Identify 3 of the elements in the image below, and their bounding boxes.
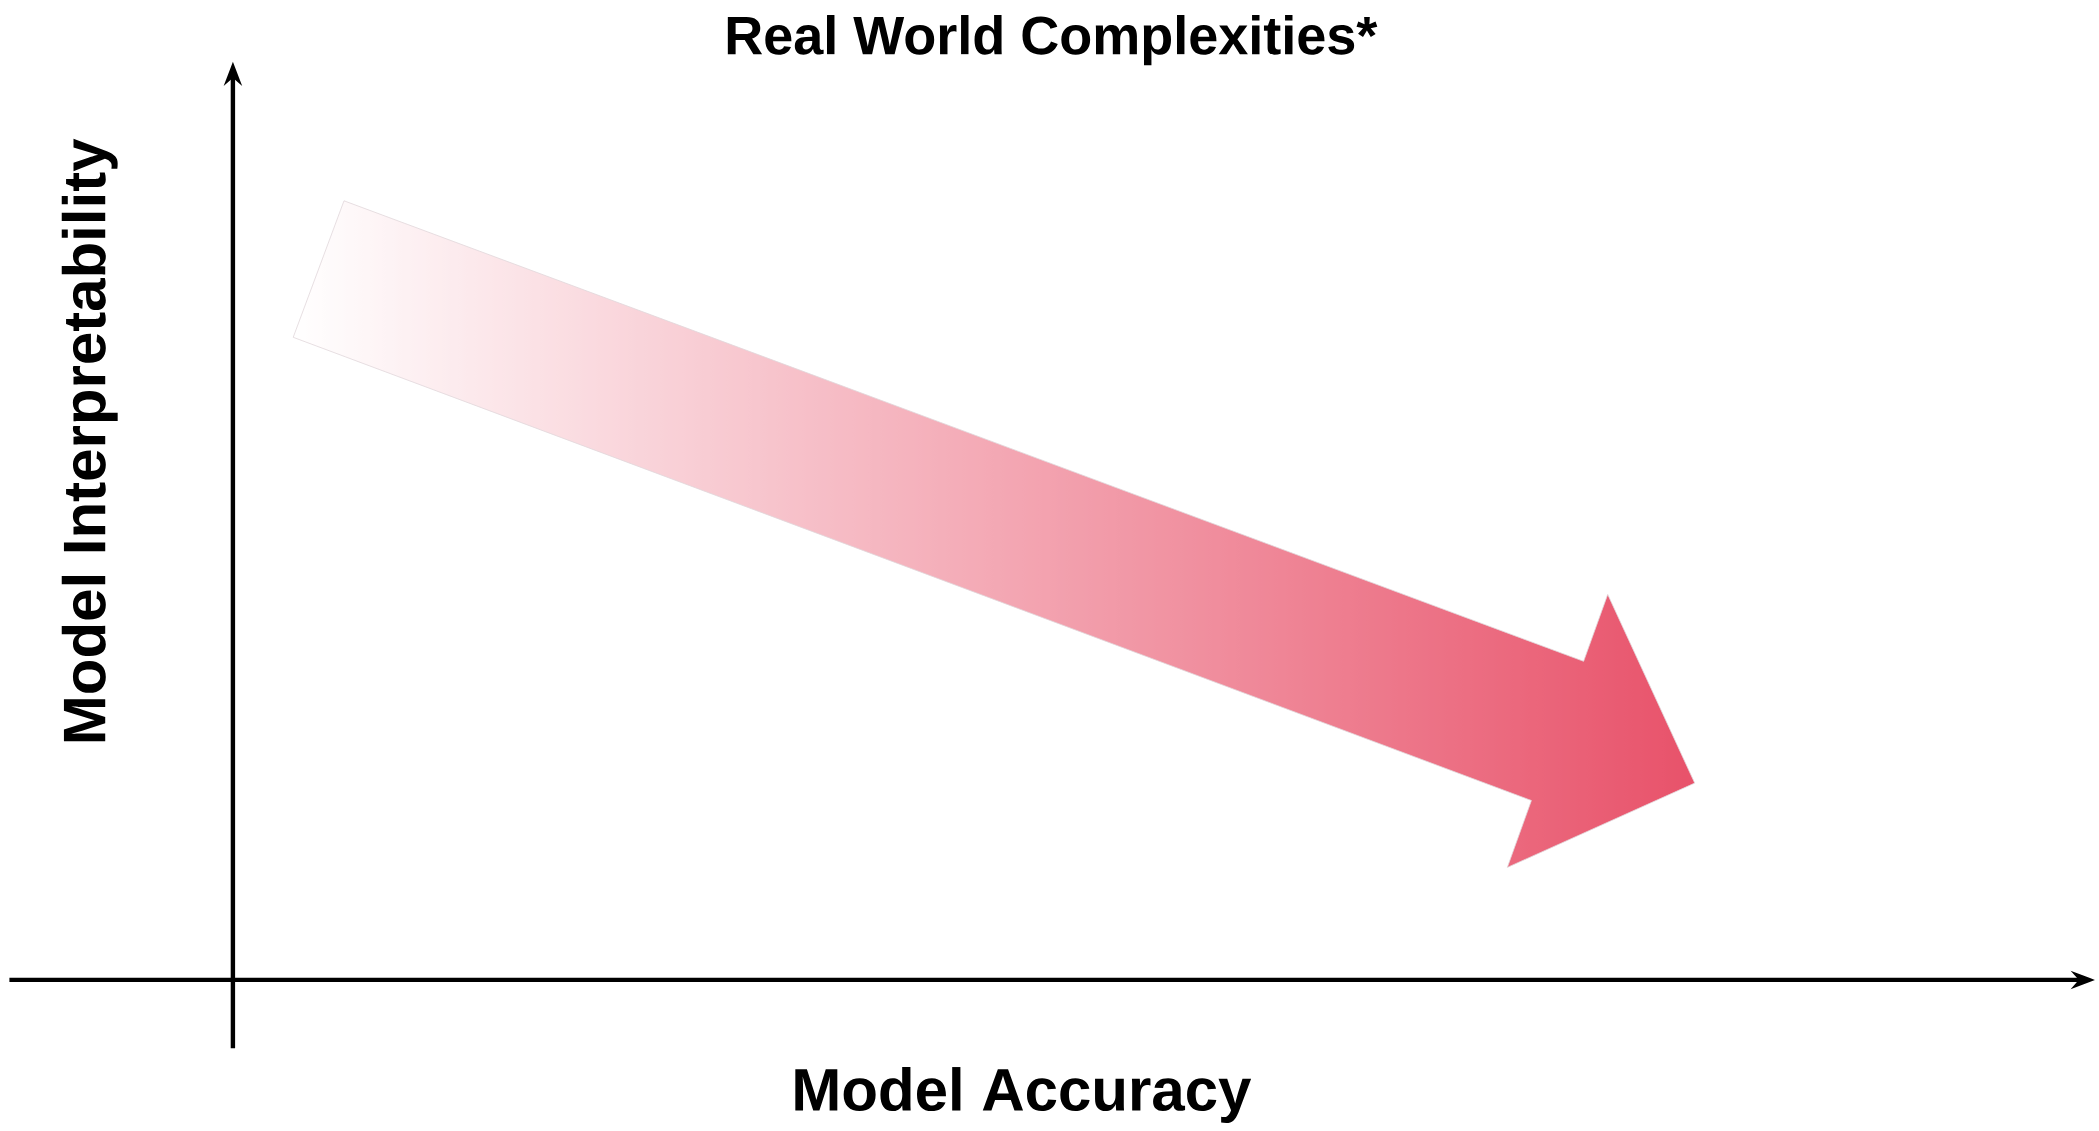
chart-title: Real World Complexities* (727, 15, 1378, 66)
axis-label: Model Interpretability (61, 138, 118, 742)
axis-label: Model Accuracy (795, 1067, 1252, 1123)
